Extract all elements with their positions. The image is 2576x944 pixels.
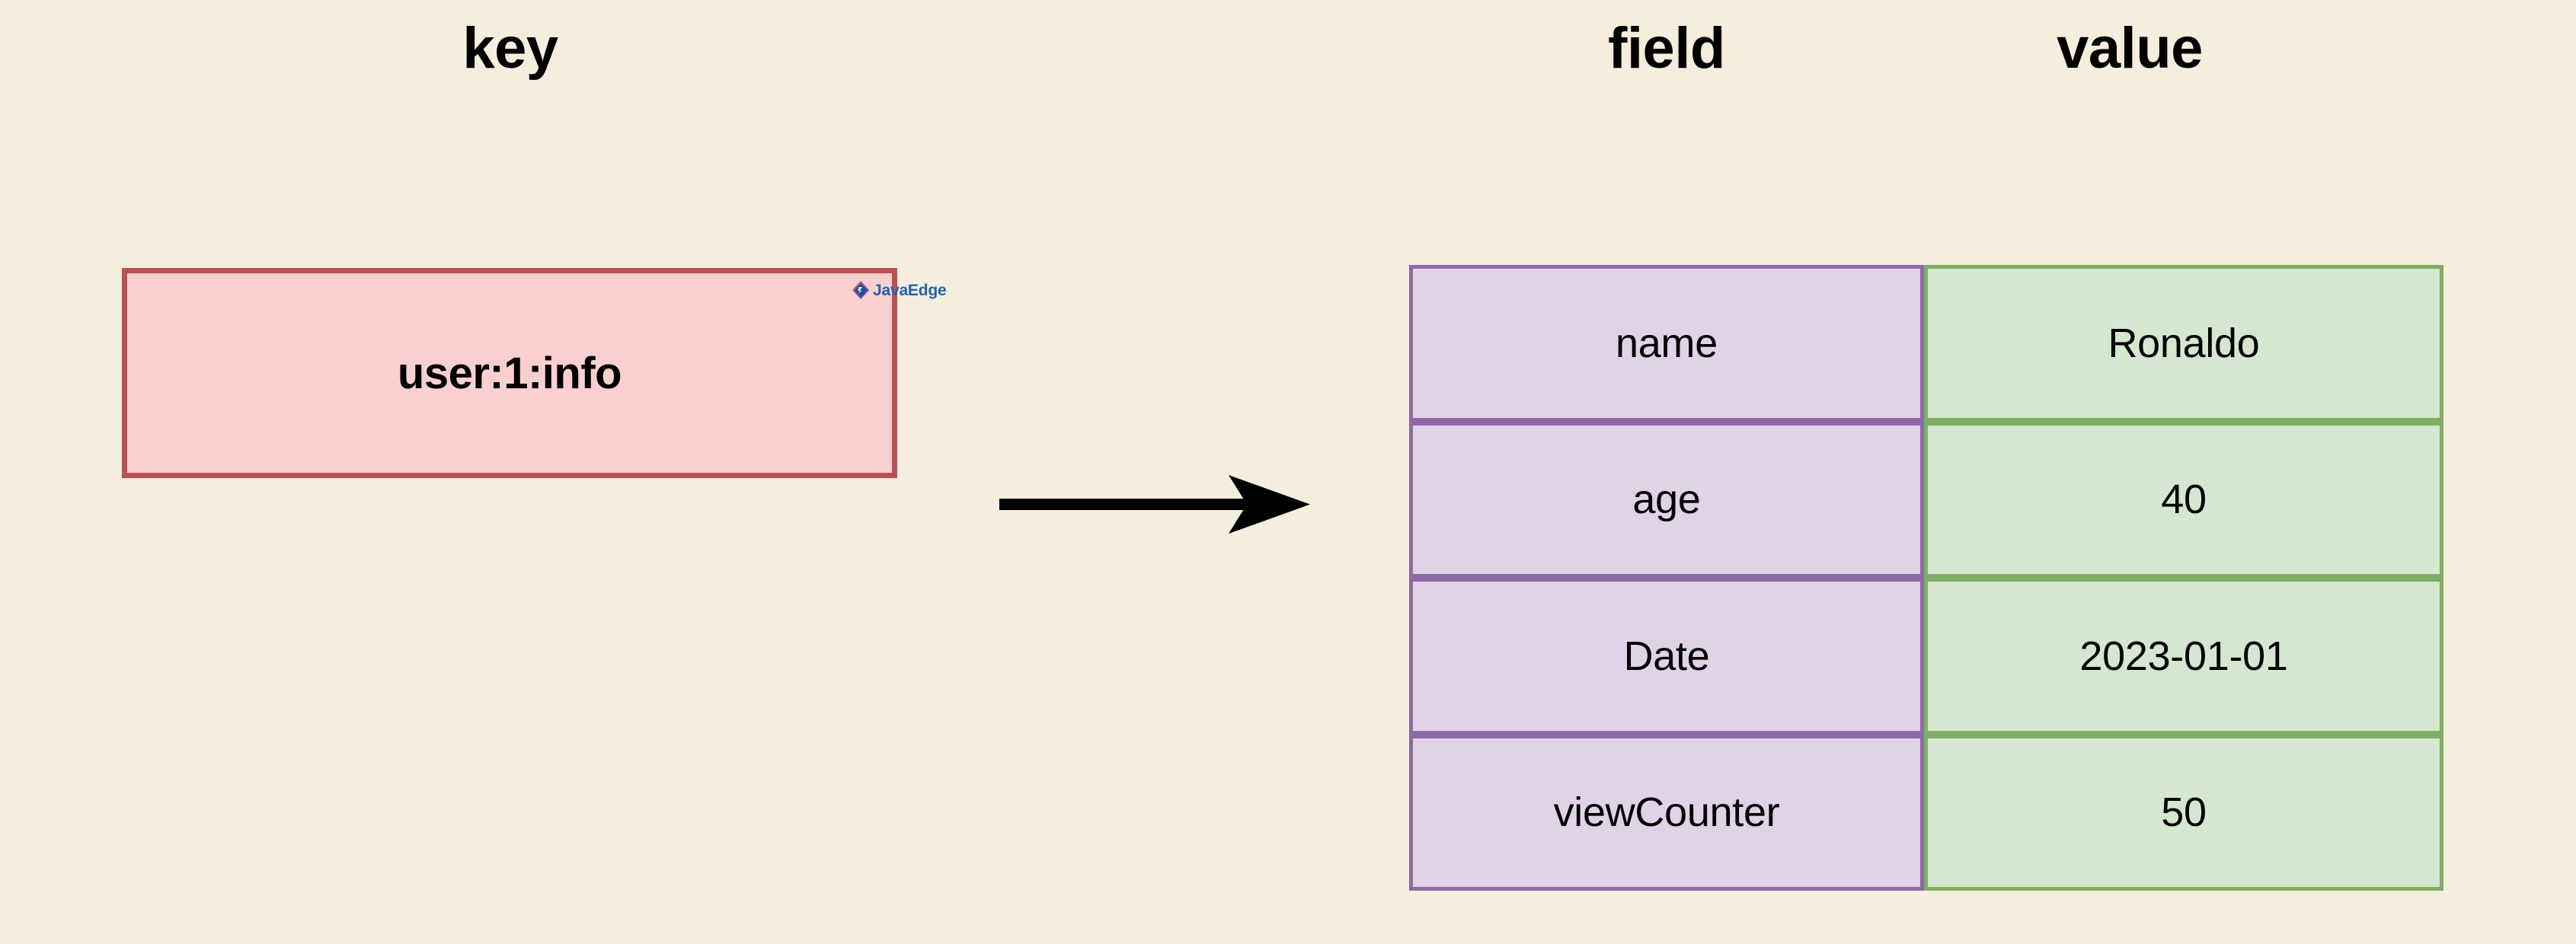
key-box: user:1:info bbox=[122, 268, 897, 478]
value-cell: 2023-01-01 bbox=[1924, 578, 2443, 735]
value-cell: Ronaldo bbox=[1924, 265, 2443, 422]
hash-table: name Ronaldo age 40 Date 2023-01-01 view… bbox=[1409, 265, 2443, 891]
key-box-label: user:1:info bbox=[397, 348, 622, 398]
column-header-key: key bbox=[462, 16, 558, 81]
table-row: name Ronaldo bbox=[1409, 265, 2443, 422]
field-cell: viewCounter bbox=[1409, 734, 1924, 891]
field-cell: Date bbox=[1409, 578, 1924, 735]
table-row: Date 2023-01-01 bbox=[1409, 578, 2443, 735]
field-cell: name bbox=[1409, 265, 1924, 422]
column-header-field: field bbox=[1608, 16, 1725, 81]
table-row: viewCounter 50 bbox=[1409, 734, 2443, 891]
table-row: age 40 bbox=[1409, 421, 2443, 578]
value-cell: 50 bbox=[1924, 734, 2443, 891]
field-cell: age bbox=[1409, 421, 1924, 578]
maps-to-arrow bbox=[999, 475, 1310, 534]
column-header-value: value bbox=[2057, 16, 2203, 81]
value-cell: 40 bbox=[1924, 421, 2443, 578]
